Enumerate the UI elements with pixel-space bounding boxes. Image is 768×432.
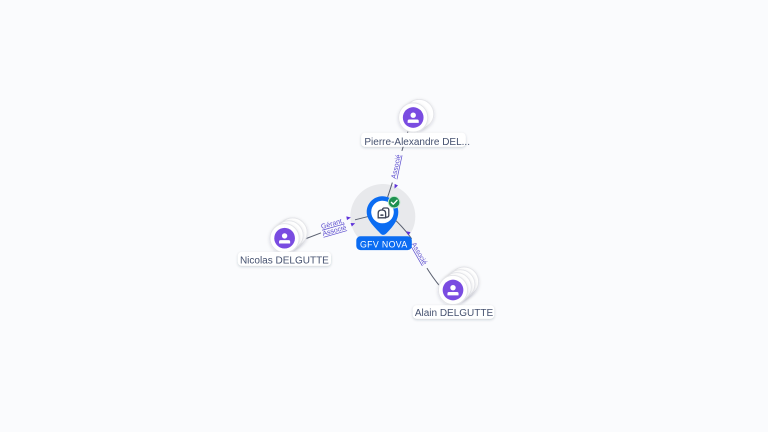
svg-text:GFV NOVA: GFV NOVA [360,240,408,250]
svg-text:Associé: Associé [391,154,403,180]
svg-text:Pierre-Alexandre DEL...: Pierre-Alexandre DEL... [364,137,470,148]
svg-text:Alain DELGUTTE: Alain DELGUTTE [415,308,494,319]
svg-text:Nicolas DELGUTTE: Nicolas DELGUTTE [240,255,329,266]
